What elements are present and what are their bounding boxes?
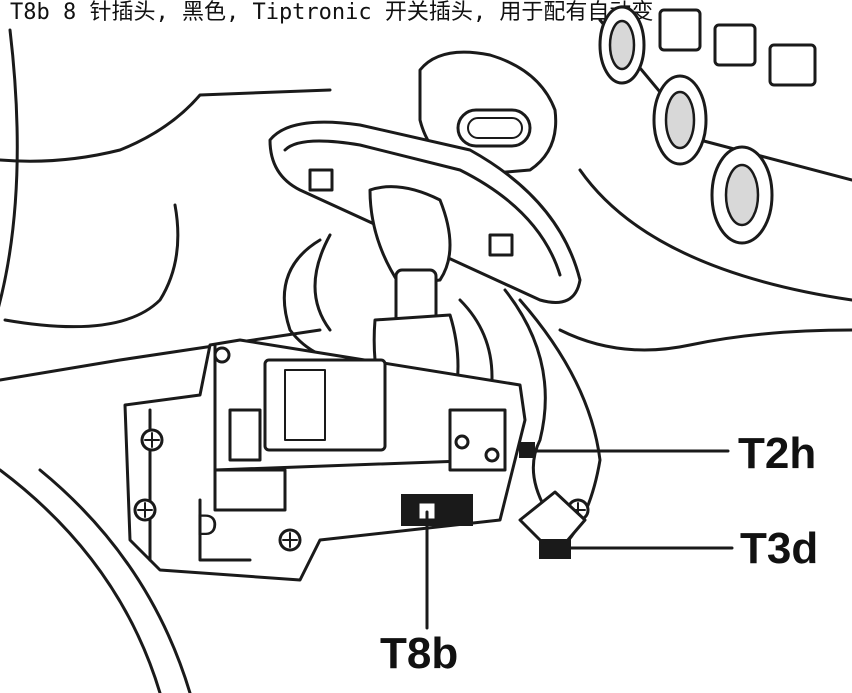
callout-t2h: T2h [738,429,817,478]
leader-lines [425,449,734,630]
diagram-caption: T8b 8 针插头, 黑色, Tiptronic 开关插头, 用于配有自动变 [10,0,654,25]
shift-knob [418,50,558,177]
svg-text:D: D [196,509,218,542]
callout-t3d: T3d [740,524,819,573]
callout-t8b: T8b [380,629,459,678]
connector-t8b [401,494,473,526]
dashboard-vents [598,5,817,245]
selector-housing: D [123,338,527,582]
